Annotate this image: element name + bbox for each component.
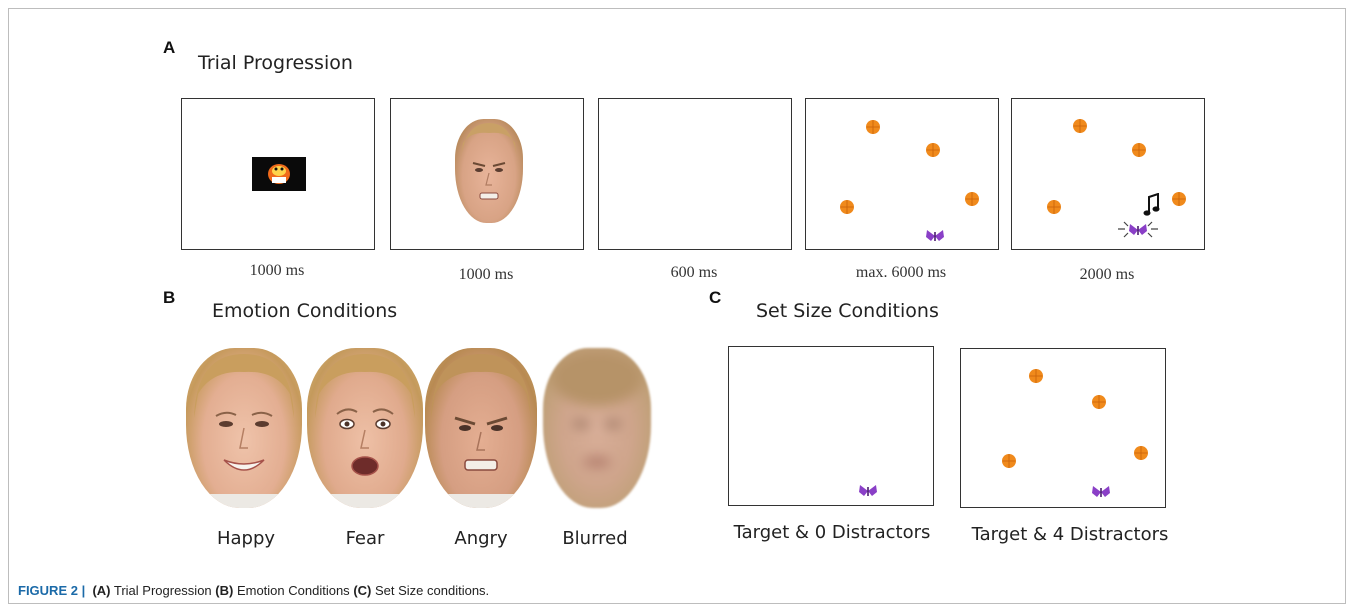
ball-icon <box>1092 395 1106 409</box>
blurred-face-image <box>543 348 651 508</box>
ball-icon <box>1132 143 1146 157</box>
ball-icon <box>840 200 854 214</box>
duration-label: max. 6000 ms <box>855 264 947 281</box>
emotion-label-angry: Angry <box>454 528 508 549</box>
panel-a-letter: A <box>163 38 176 57</box>
duration-label: 600 ms <box>670 264 718 281</box>
set-size-box-4 <box>960 348 1166 508</box>
butterfly-icon <box>859 485 877 496</box>
ball-icon <box>926 143 940 157</box>
trial-box-face <box>390 98 584 250</box>
caption-figure-number: FIGURE 2 | <box>18 583 86 598</box>
emotion-label-blurred: Blurred <box>562 528 628 549</box>
happy-face-image <box>186 348 302 508</box>
panel-b-title: Emotion Conditions <box>212 300 398 322</box>
caption-tag-c: (C) <box>353 583 372 598</box>
ball-icon <box>965 192 979 206</box>
caption-tag-a: (A) <box>92 583 111 598</box>
butterfly-icon <box>1118 221 1158 238</box>
trial-box-search <box>805 98 999 250</box>
emotion-label-fear: Fear <box>345 528 385 549</box>
caption-text-a: Trial Progression <box>113 583 212 598</box>
trial-box-attention <box>181 98 375 250</box>
set-size-box-0 <box>728 346 934 506</box>
angry-face-image <box>455 119 523 223</box>
panel-c-title: Set Size Conditions <box>756 300 939 322</box>
ball-icon <box>1134 446 1148 460</box>
ball-icon <box>1029 369 1043 383</box>
caption-text-c: Set Size conditions. <box>374 583 490 598</box>
set-size-label-4: Target & 4 Distractors <box>971 524 1169 545</box>
duration-label: 2000 ms <box>1079 266 1135 283</box>
ball-icon <box>1002 454 1016 468</box>
ball-icon <box>1073 119 1087 133</box>
caption-tag-b: (B) <box>215 583 234 598</box>
figure-frame <box>8 8 1346 604</box>
duration-label: 1000 ms <box>249 262 305 279</box>
fear-face-image <box>307 348 423 508</box>
music-note-icon <box>1143 193 1160 216</box>
butterfly-icon <box>926 230 944 241</box>
duration-label: 1000 ms <box>458 266 514 283</box>
panel-a-title: Trial Progression <box>198 52 353 74</box>
butterfly-icon <box>1092 486 1110 497</box>
figure-caption: FIGURE 2 | (A) Trial Progression (B) Emo… <box>18 583 489 598</box>
trial-box-feedback <box>1011 98 1205 250</box>
panel-c-letter: C <box>709 288 722 307</box>
ball-icon <box>1047 200 1061 214</box>
ball-icon <box>866 120 880 134</box>
toy-icon <box>252 157 306 191</box>
panel-b-letter: B <box>163 288 176 307</box>
trial-box-blank <box>598 98 792 250</box>
ball-icon <box>1172 192 1186 206</box>
caption-text-b: Emotion Conditions <box>236 583 350 598</box>
angry-face-image <box>425 348 537 508</box>
emotion-label-happy: Happy <box>216 528 276 549</box>
set-size-label-0: Target & 0 Distractors <box>733 522 931 543</box>
